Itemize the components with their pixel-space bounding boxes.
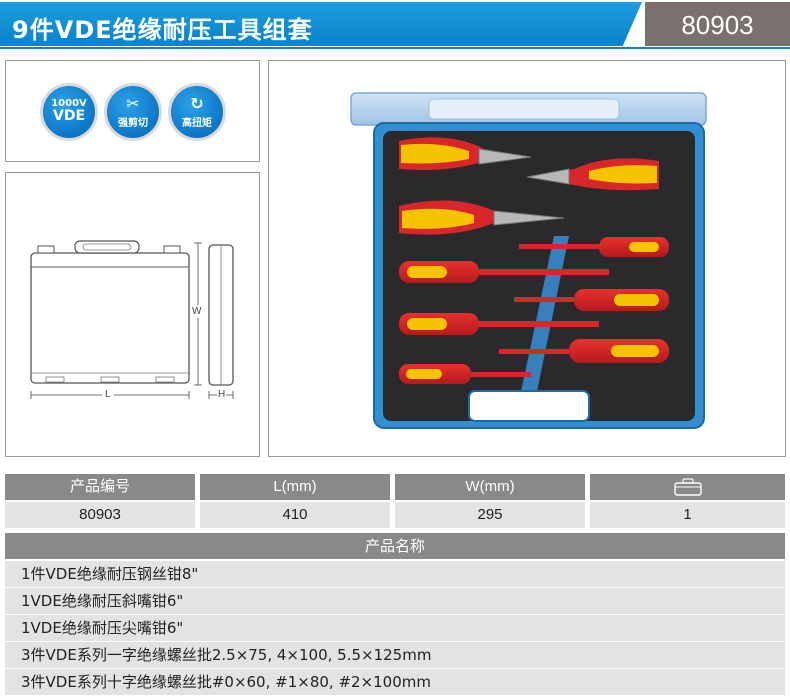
screwdriver-6	[399, 364, 531, 384]
product-names-header: 产品名称	[5, 533, 785, 559]
product-code-bar: 80903	[645, 2, 790, 46]
list-item: 1VDE绝缘耐压斜嘴钳6"	[5, 588, 785, 614]
spec-header-code: 产品编号	[5, 474, 195, 500]
high-torque-badge: ↻ 高扭矩	[168, 83, 226, 141]
list-item: 1件VDE绝缘耐压钢丝钳8"	[5, 561, 785, 587]
width-label: W	[192, 305, 202, 318]
vde-1000v-badge: 1000V VDE	[40, 83, 98, 141]
screwdriver-4	[514, 289, 669, 311]
screwdriver-5	[499, 339, 669, 363]
strong-cut-label: 强剪切	[118, 118, 148, 129]
list-item: 1VDE绝缘耐压尖嘴钳6"	[5, 615, 785, 641]
voltage-label: 1000V	[51, 98, 87, 109]
list-item: 3件VDE系列一字绝缘螺丝批2.5×75, 4×100, 5.5×125mm	[5, 642, 785, 668]
screwdriver-2	[519, 237, 669, 257]
header-divider	[0, 47, 790, 49]
case-icon	[673, 478, 702, 496]
screwdriver-3	[399, 313, 599, 335]
header: 9件VDE绝缘耐压工具组套 80903	[0, 0, 790, 50]
list-item: 3件VDE系列十字绝缘螺丝批#0×60, #1×80, #2×100mm	[5, 669, 785, 695]
torque-icon: ↻	[190, 94, 204, 113]
feature-badges-panel: 1000V VDE ✂ 强剪切 ↻ 高扭矩	[5, 60, 260, 162]
strong-cut-badge: ✂ 强剪切	[104, 83, 162, 141]
vde-label: VDE	[52, 108, 86, 124]
spec-value-length: 410	[200, 502, 390, 528]
title-bar: 9件VDE绝缘耐压工具组套	[0, 2, 642, 46]
product-code: 80903	[681, 10, 754, 40]
case-dimension-drawing: L W H	[5, 172, 260, 457]
spec-header-width: W(mm)	[395, 474, 585, 500]
height-label: H	[217, 389, 227, 400]
product-photo	[268, 60, 786, 457]
spec-value-code: 80903	[5, 502, 195, 528]
case-outline-drawing	[30, 240, 234, 399]
page-title: 9件VDE绝缘耐压工具组套	[12, 16, 313, 44]
cutting-icon: ✂	[126, 94, 140, 113]
spec-header-case	[590, 474, 785, 500]
length-label: L	[102, 389, 114, 400]
spec-value-width: 295	[395, 502, 585, 528]
high-torque-label: 高扭矩	[182, 118, 212, 129]
spec-header-length: L(mm)	[200, 474, 390, 500]
tool-case-image	[350, 92, 707, 429]
screwdriver-1	[399, 261, 609, 283]
spec-value-case-count: 1	[590, 502, 785, 528]
